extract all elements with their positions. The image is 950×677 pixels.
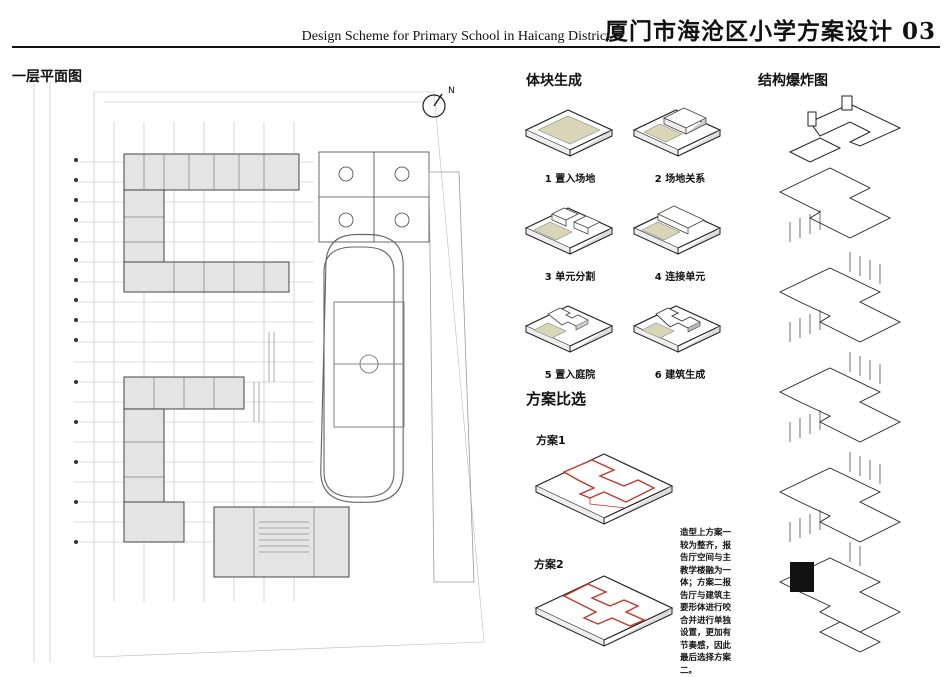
massing-step-6: 6 建筑生成 — [654, 370, 706, 381]
massing-diagram-2 — [632, 107, 722, 157]
massing-step-5: 5 置入庭院 — [544, 370, 596, 381]
massing-step-2: 2 场地关系 — [654, 174, 706, 185]
option-2-label: 方案2 — [534, 558, 564, 571]
massing-step-1: 1 置入场地 — [544, 174, 596, 185]
north-arrow-label: N — [448, 86, 455, 96]
comparison-title: 方案比选 — [526, 390, 587, 408]
massing-diagram-5 — [524, 305, 614, 353]
option-1-model — [534, 453, 674, 525]
exploded-structure-drawing — [778, 95, 902, 653]
massing-diagram-6 — [632, 305, 722, 353]
option-1-label: 方案1 — [536, 434, 566, 447]
massing-title: 体块生成 — [526, 73, 582, 89]
massing-diagram-1 — [524, 109, 614, 157]
massing-diagram-4 — [632, 205, 722, 255]
massing-step-3: 3 单元分割 — [544, 272, 596, 283]
floor-plan-drawing — [33, 82, 485, 662]
floor-plan-title: 一层平面图 — [12, 69, 82, 85]
massing-diagram-3 — [524, 207, 614, 255]
exploded-title: 结构爆炸图 — [758, 73, 828, 89]
massing-step-4: 4 连接单元 — [654, 272, 706, 283]
header-divider — [12, 46, 940, 48]
option-2-model — [534, 575, 674, 647]
page-title: 厦门市海沧区小学方案设计 03 — [604, 18, 936, 45]
comparison-note: 造型上方案一较为整齐，报告厅空间与主教学楼融为一体；方案二报告厅与建筑主要形体进… — [680, 528, 732, 676]
subtitle-english: Design Scheme for Primary School in Haic… — [301, 29, 610, 44]
